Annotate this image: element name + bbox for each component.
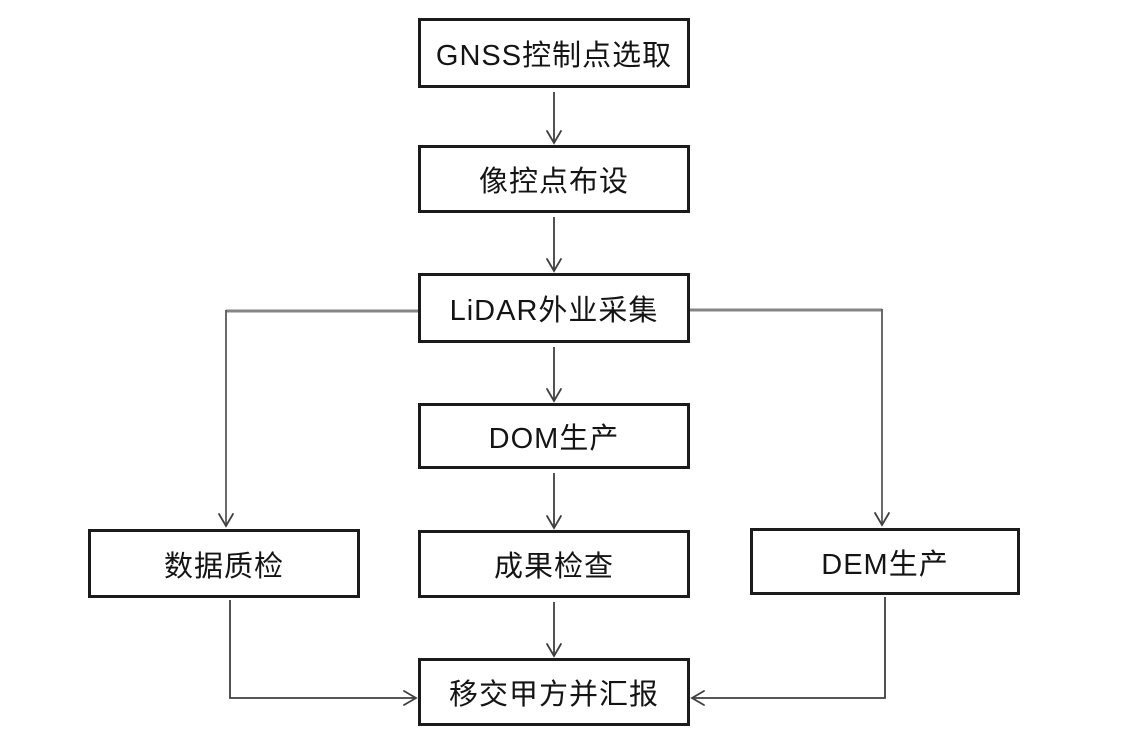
flow-node-dem-production: DEM生产 <box>750 528 1020 595</box>
arrow-dom-to-check <box>546 473 562 530</box>
flow-node-lidar-field-collection: LiDAR外业采集 <box>418 273 690 343</box>
flow-node-dom-production: DOM生产 <box>418 403 690 469</box>
flow-node-label: 移交甲方并汇报 <box>448 679 659 711</box>
flow-node-label: GNSS控制点选取 <box>435 40 673 72</box>
flow-node-image-control-point-layout: 像控点布设 <box>418 145 690 213</box>
flow-node-data-quality-check: 数据质检 <box>88 529 360 598</box>
flow-node-label: 数据质检 <box>163 550 284 583</box>
arrow-lidar-to-dem <box>690 308 890 527</box>
arrow-check-to-handover <box>546 602 562 658</box>
flow-node-handover-and-report: 移交甲方并汇报 <box>418 658 690 726</box>
flow-node-label: 成果检查 <box>493 551 614 583</box>
flow-node-label: DOM生产 <box>488 423 620 455</box>
flow-node-label: LiDAR外业采集 <box>449 295 659 327</box>
arrow-imgctrl-to-lidar <box>546 217 562 273</box>
flow-node-label: DEM生产 <box>821 548 949 581</box>
flow-node-label: 像控点布设 <box>478 166 629 198</box>
arrow-gnss-to-imgctrl <box>546 92 562 145</box>
flow-node-result-inspection: 成果检查 <box>418 530 690 598</box>
arrow-dem-to-handover <box>690 597 886 706</box>
arrow-lidar-to-qc <box>218 309 418 528</box>
arrow-qc-to-handover <box>229 600 418 706</box>
arrow-lidar-to-dom <box>546 347 562 403</box>
flow-node-gnss-control-point-selection: GNSS控制点选取 <box>418 18 690 88</box>
